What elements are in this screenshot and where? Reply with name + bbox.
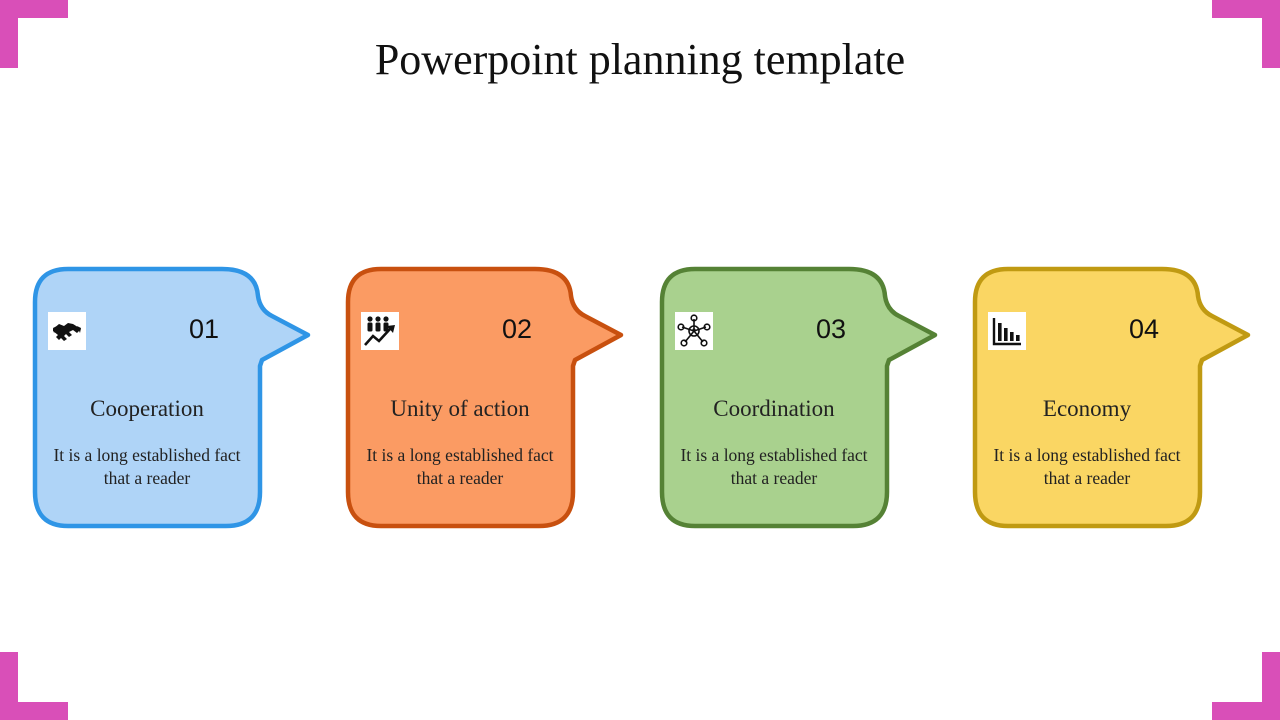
card-description: It is a long established fact that a rea… [680, 445, 868, 488]
card-heading: Economy [1042, 396, 1132, 421]
card-heading: Cooperation [90, 396, 204, 421]
card-coordination: 03 Coordination It is a long established… [659, 266, 941, 530]
corner-accent-top-left [0, 0, 68, 68]
speech-bubble-shape [32, 266, 311, 529]
corner-accent-top-right [1212, 0, 1280, 68]
bar-chart-icon [988, 312, 1026, 350]
corner-accent-bottom-left [0, 652, 68, 720]
card-cooperation: 01 Cooperation It is a long established … [32, 266, 314, 530]
speech-bubble-shape [972, 266, 1251, 529]
card-number: 01 [188, 314, 220, 344]
card-description: It is a long established fact that a rea… [53, 445, 241, 488]
card-heading: Unity of action [390, 396, 530, 421]
handshake-icon [48, 312, 86, 350]
card-number: 04 [1128, 314, 1160, 344]
card-heading: Coordination [713, 396, 835, 421]
card-description: It is a long established fact that a rea… [993, 445, 1181, 488]
card-number: 02 [501, 314, 533, 344]
card-unity-of-action: 02 Unity of action It is a long establis… [345, 266, 627, 530]
speech-bubble-shape [659, 266, 938, 529]
card-number: 03 [815, 314, 847, 344]
card-economy: 04 Economy It is a long established fact… [972, 266, 1254, 530]
corner-accent-bottom-right [1212, 652, 1280, 720]
page-title: Powerpoint planning template [374, 35, 906, 84]
network-icon [675, 312, 713, 350]
team-growth-icon [361, 312, 399, 350]
speech-bubble-shape [345, 266, 624, 529]
card-description: It is a long established fact that a rea… [366, 445, 554, 488]
